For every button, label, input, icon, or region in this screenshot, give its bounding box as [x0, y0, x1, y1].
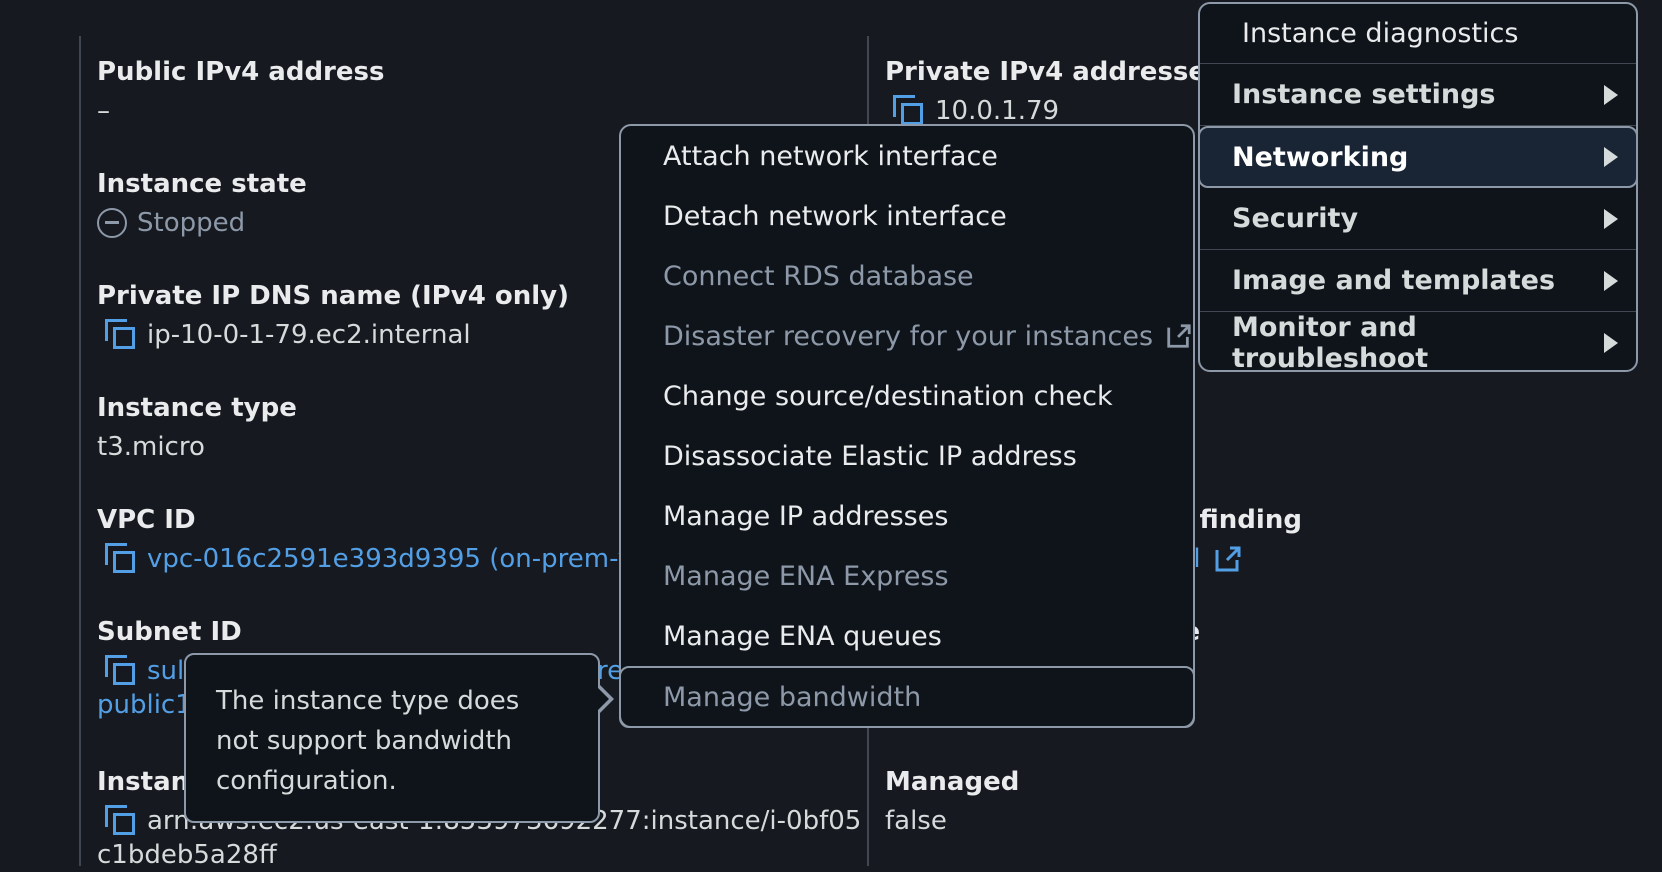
vpc-id-field: VPC ID vpc-016c2591e393d9395 (on-prem-v — [97, 504, 633, 576]
copy-icon[interactable] — [105, 805, 137, 837]
networking-submenu: Attach network interface Detach network … — [619, 124, 1195, 728]
copy-icon[interactable] — [105, 543, 137, 575]
field-label: VPC ID — [97, 505, 196, 535]
field-value: – — [97, 96, 110, 126]
vpc-id-link[interactable]: vpc-016c2591e393d9395 (on-prem-v — [147, 544, 634, 574]
field-label: Private IP DNS name (IPv4 only) — [97, 281, 569, 311]
field-label: Private IPv4 addresses — [885, 57, 1222, 87]
menu-item-label: Security — [1232, 203, 1359, 234]
menu-item-label: Instance diagnostics — [1242, 18, 1519, 49]
subnet-id-link-tail[interactable]: re — [597, 656, 624, 686]
menu-item-networking[interactable]: Networking — [1198, 126, 1638, 188]
private-ipv4-value: 10.0.1.79 — [885, 94, 1222, 128]
menu-item-manage-bandwidth[interactable]: Manage bandwidth — [619, 666, 1195, 728]
menu-item-change-source-destination-check[interactable]: Change source/destination check — [621, 366, 1193, 426]
menu-item-attach-network-interface[interactable]: Attach network interface — [621, 126, 1193, 186]
menu-item-security[interactable]: Security — [1200, 188, 1636, 250]
field-value: t3.micro — [97, 432, 205, 462]
dns-text: ip-10-0-1-79.ec2.internal — [147, 320, 471, 350]
submenu-arrow-icon — [1604, 147, 1618, 167]
external-link-icon — [1215, 546, 1241, 572]
status-text: Stopped — [137, 208, 246, 238]
disabled-reason-tooltip: The instance type does not support bandw… — [184, 653, 600, 823]
menu-item-detach-network-interface[interactable]: Detach network interface — [621, 186, 1193, 246]
menu-item-label: Instance settings — [1232, 79, 1496, 110]
menu-item-disaster-recovery[interactable]: Disaster recovery for your instances — [621, 306, 1193, 366]
menu-item-image-and-templates[interactable]: Image and templates — [1200, 250, 1636, 312]
instance-actions-menu: Instance diagnostics Instance settings N… — [1198, 2, 1638, 374]
menu-item-label: Monitor and troubleshoot — [1232, 312, 1429, 374]
menu-item-label: Detach network interface — [663, 200, 1007, 232]
copy-icon[interactable] — [105, 655, 137, 687]
instance-state-field: Instance state Stopped — [97, 168, 307, 240]
field-label: Instance state — [97, 169, 307, 199]
arn-text-line2: c1bdeb5a28ff — [97, 840, 277, 870]
subnet-id-field: Subnet ID sul public1 — [97, 616, 242, 722]
private-dns-field: Private IP DNS name (IPv4 only) ip-10-0-… — [97, 280, 569, 352]
menu-item-instance-settings[interactable]: Instance settings — [1200, 64, 1636, 126]
field-label: Managed — [885, 767, 1020, 797]
menu-item-label: Disassociate Elastic IP address — [663, 440, 1077, 472]
public-ipv4-field: Public IPv4 address – — [97, 56, 384, 128]
menu-item-label: Networking — [1232, 141, 1409, 173]
managed-field: Managed false — [885, 766, 1019, 838]
submenu-arrow-icon — [1604, 270, 1618, 291]
menu-item-label: Image and templates — [1232, 265, 1556, 296]
menu-item-label: Manage ENA queues — [663, 620, 942, 652]
menu-item-disassociate-elastic-ip[interactable]: Disassociate Elastic IP address — [621, 426, 1193, 486]
subnet-id-value: sul — [97, 654, 242, 688]
menu-item-manage-ip-addresses[interactable]: Manage IP addresses — [621, 486, 1193, 546]
instance-type-field: Instance type t3.micro — [97, 392, 297, 464]
vpc-id-value: vpc-016c2591e393d9395 (on-prem-v — [97, 542, 633, 576]
column-divider-left — [79, 36, 81, 866]
menu-item-label: Attach network interface — [663, 140, 998, 172]
private-ipv4-field: Private IPv4 addresses 10.0.1.79 — [885, 56, 1222, 128]
tooltip-pointer — [595, 683, 614, 715]
menu-item-label: Change source/destination check — [663, 380, 1113, 412]
field-label: Public IPv4 address — [97, 57, 385, 87]
copy-icon[interactable] — [105, 319, 137, 351]
menu-item-monitor-and-troubleshoot[interactable]: Monitor and troubleshoot — [1200, 312, 1636, 374]
ipv4-text: 10.0.1.79 — [935, 96, 1060, 126]
menu-item-label: Manage bandwidth — [663, 681, 922, 713]
menu-item-label: Disaster recovery for your instances — [663, 320, 1154, 352]
copy-icon[interactable] — [893, 95, 925, 127]
subnet-id-value-line2[interactable]: public1 — [97, 690, 192, 720]
field-label: Instance type — [97, 393, 297, 423]
private-dns-value: ip-10-0-1-79.ec2.internal — [97, 318, 569, 352]
menu-item-manage-ena-express[interactable]: Manage ENA Express — [621, 546, 1193, 606]
submenu-arrow-icon — [1604, 333, 1618, 353]
menu-item-label: Manage IP addresses — [663, 500, 949, 532]
stopped-status-icon — [97, 208, 127, 238]
instance-state-value: Stopped — [97, 206, 307, 240]
menu-item-manage-ena-queues[interactable]: Manage ENA queues — [621, 606, 1193, 666]
external-link-icon — [1167, 324, 1191, 348]
submenu-arrow-icon — [1604, 208, 1618, 229]
menu-item-instance-diagnostics[interactable]: Instance diagnostics — [1200, 4, 1636, 64]
submenu-arrow-icon — [1604, 84, 1618, 105]
field-value: false — [885, 806, 947, 836]
field-label: Subnet ID — [97, 617, 242, 647]
menu-item-label: Connect RDS database — [663, 260, 974, 292]
menu-item-connect-rds-database[interactable]: Connect RDS database — [621, 246, 1193, 306]
subnet-id-link[interactable]: sul — [147, 656, 185, 686]
field-label: Instan — [97, 767, 190, 797]
menu-item-label: Manage ENA Express — [663, 560, 949, 592]
